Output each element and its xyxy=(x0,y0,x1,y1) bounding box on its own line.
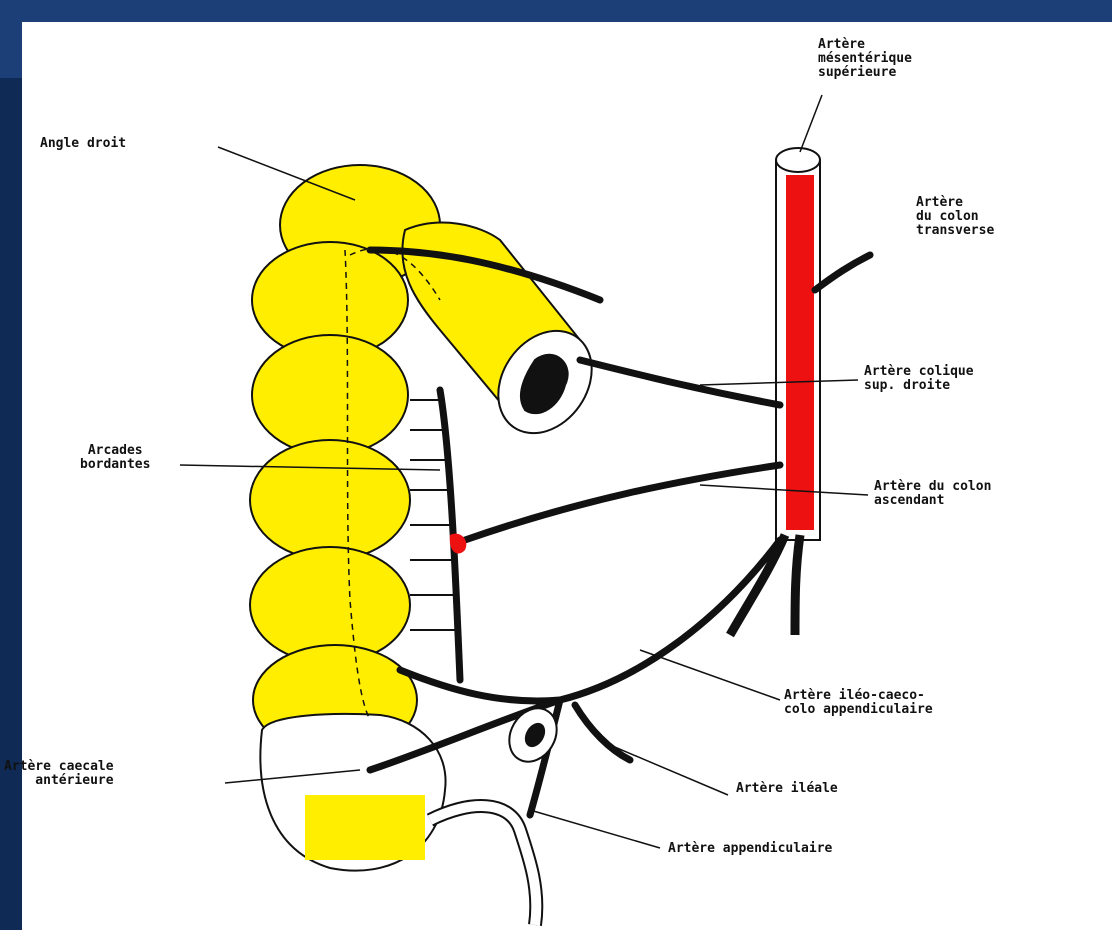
label-line: Artère iléo-caeco- xyxy=(784,689,933,703)
label-line: Artère du colon xyxy=(874,480,991,494)
label-mesenterique: Artère mésentérique supérieure xyxy=(818,38,912,80)
label-appendiculaire: Artère appendiculaire xyxy=(668,842,832,856)
frame-left-bar xyxy=(0,0,22,930)
label-line: bordantes xyxy=(80,458,150,472)
frame-top-bar xyxy=(0,0,1112,22)
caecum-yellow-patch xyxy=(305,795,425,860)
label-line: antérieure xyxy=(4,774,114,788)
label-colon-ascendant: Artère du colon ascendant xyxy=(874,480,991,508)
sma-lower-branch xyxy=(795,535,800,635)
label-line: sup. droite xyxy=(864,379,974,393)
label-ileale: Artère iléale xyxy=(736,782,838,796)
label-angle-droit: Angle droit xyxy=(40,137,126,151)
label-line: Artère caecale xyxy=(4,760,114,774)
label-ileo-caeco: Artère iléo-caeco- colo appendiculaire xyxy=(784,689,933,717)
label-line: du colon xyxy=(916,210,994,224)
colon-lobe xyxy=(252,335,408,455)
label-line: colo appendiculaire xyxy=(784,703,933,717)
label-line: Arcades xyxy=(80,444,150,458)
colon-lobe xyxy=(250,440,410,560)
label-line: Artère xyxy=(916,196,994,210)
label-line: mésentérique xyxy=(818,52,912,66)
label-line: supérieure xyxy=(818,66,912,80)
label-line: ascendant xyxy=(874,494,991,508)
label-line: Artère xyxy=(818,38,912,52)
sma-opening xyxy=(776,148,820,172)
drawing-paper xyxy=(22,22,1112,930)
label-colique-sup-droite: Artère colique sup. droite xyxy=(864,365,974,393)
label-line: Artère colique xyxy=(864,365,974,379)
label-caecale-anterieure: Artère caecale antérieure xyxy=(4,760,114,788)
sma-red-fill xyxy=(786,175,814,530)
label-arcades-bordantes: Arcades bordantes xyxy=(80,444,150,472)
label-colon-transverse: Artère du colon transverse xyxy=(916,196,994,238)
label-line: transverse xyxy=(916,224,994,238)
